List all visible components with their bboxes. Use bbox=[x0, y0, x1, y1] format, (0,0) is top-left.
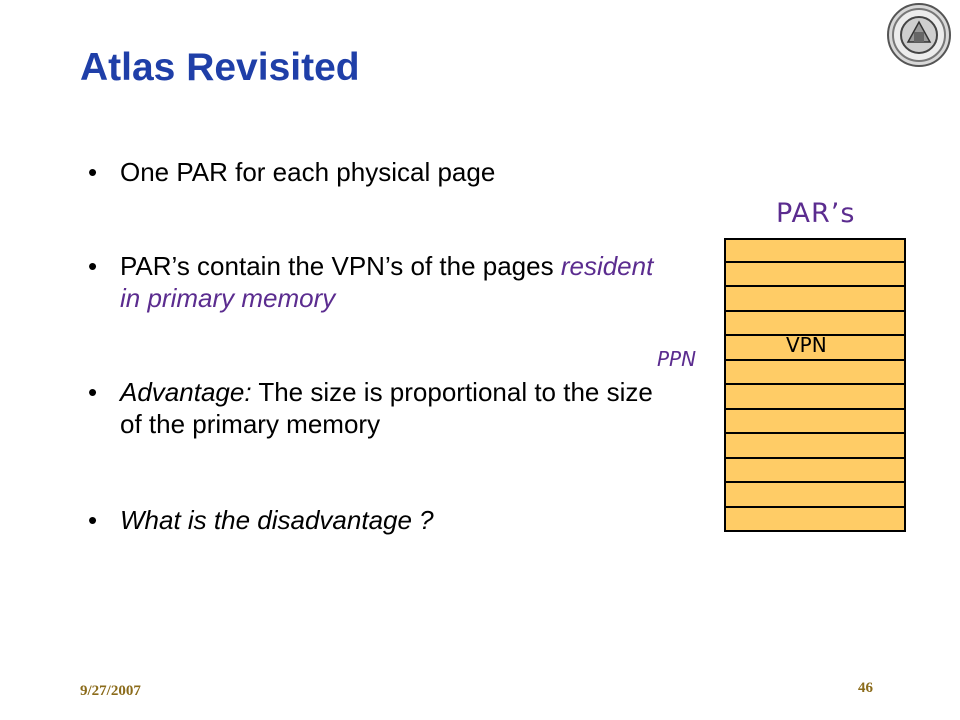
bullet-text-highlight: resident in primary memory bbox=[120, 251, 654, 313]
par-row bbox=[724, 385, 906, 410]
bullet-text-rest: The size is proportional to the size of … bbox=[120, 377, 653, 439]
bullet-text: What is the disadvantage ? bbox=[120, 505, 434, 535]
bullet-dot: • bbox=[88, 157, 98, 187]
pars-header: PAR’s bbox=[776, 198, 856, 229]
bullet-text-plain: PAR’s contain the VPN’s of the pages bbox=[120, 251, 561, 281]
footer-page-number: 46 bbox=[858, 680, 873, 696]
bullet-text: One PAR for each physical page bbox=[120, 157, 496, 187]
slide-title: Atlas Revisited bbox=[80, 46, 360, 89]
ppn-label: PPN bbox=[657, 347, 697, 371]
par-row bbox=[724, 409, 906, 434]
par-row bbox=[724, 434, 906, 459]
bullet-dot: • bbox=[88, 251, 98, 281]
par-row bbox=[724, 507, 906, 532]
par-row bbox=[724, 311, 906, 336]
par-row bbox=[724, 238, 906, 263]
bullet-text: Advantage: The size is proportional to t… bbox=[120, 376, 680, 440]
par-row bbox=[724, 360, 906, 385]
university-seal-icon bbox=[887, 3, 951, 67]
footer-date: 9/27/2007 bbox=[80, 683, 141, 699]
par-row bbox=[724, 262, 906, 287]
bullet-dot: • bbox=[88, 505, 98, 535]
par-table: VPN bbox=[724, 238, 906, 532]
vpn-label: VPN bbox=[786, 333, 827, 357]
bullet-text-italic: Advantage: bbox=[120, 377, 252, 407]
bullet-dot: • bbox=[88, 377, 98, 407]
par-row bbox=[724, 458, 906, 483]
bullet-text: PAR’s contain the VPN’s of the pages res… bbox=[120, 250, 680, 314]
par-row bbox=[724, 287, 906, 312]
par-row: VPN bbox=[724, 333, 906, 361]
par-row bbox=[724, 483, 906, 508]
